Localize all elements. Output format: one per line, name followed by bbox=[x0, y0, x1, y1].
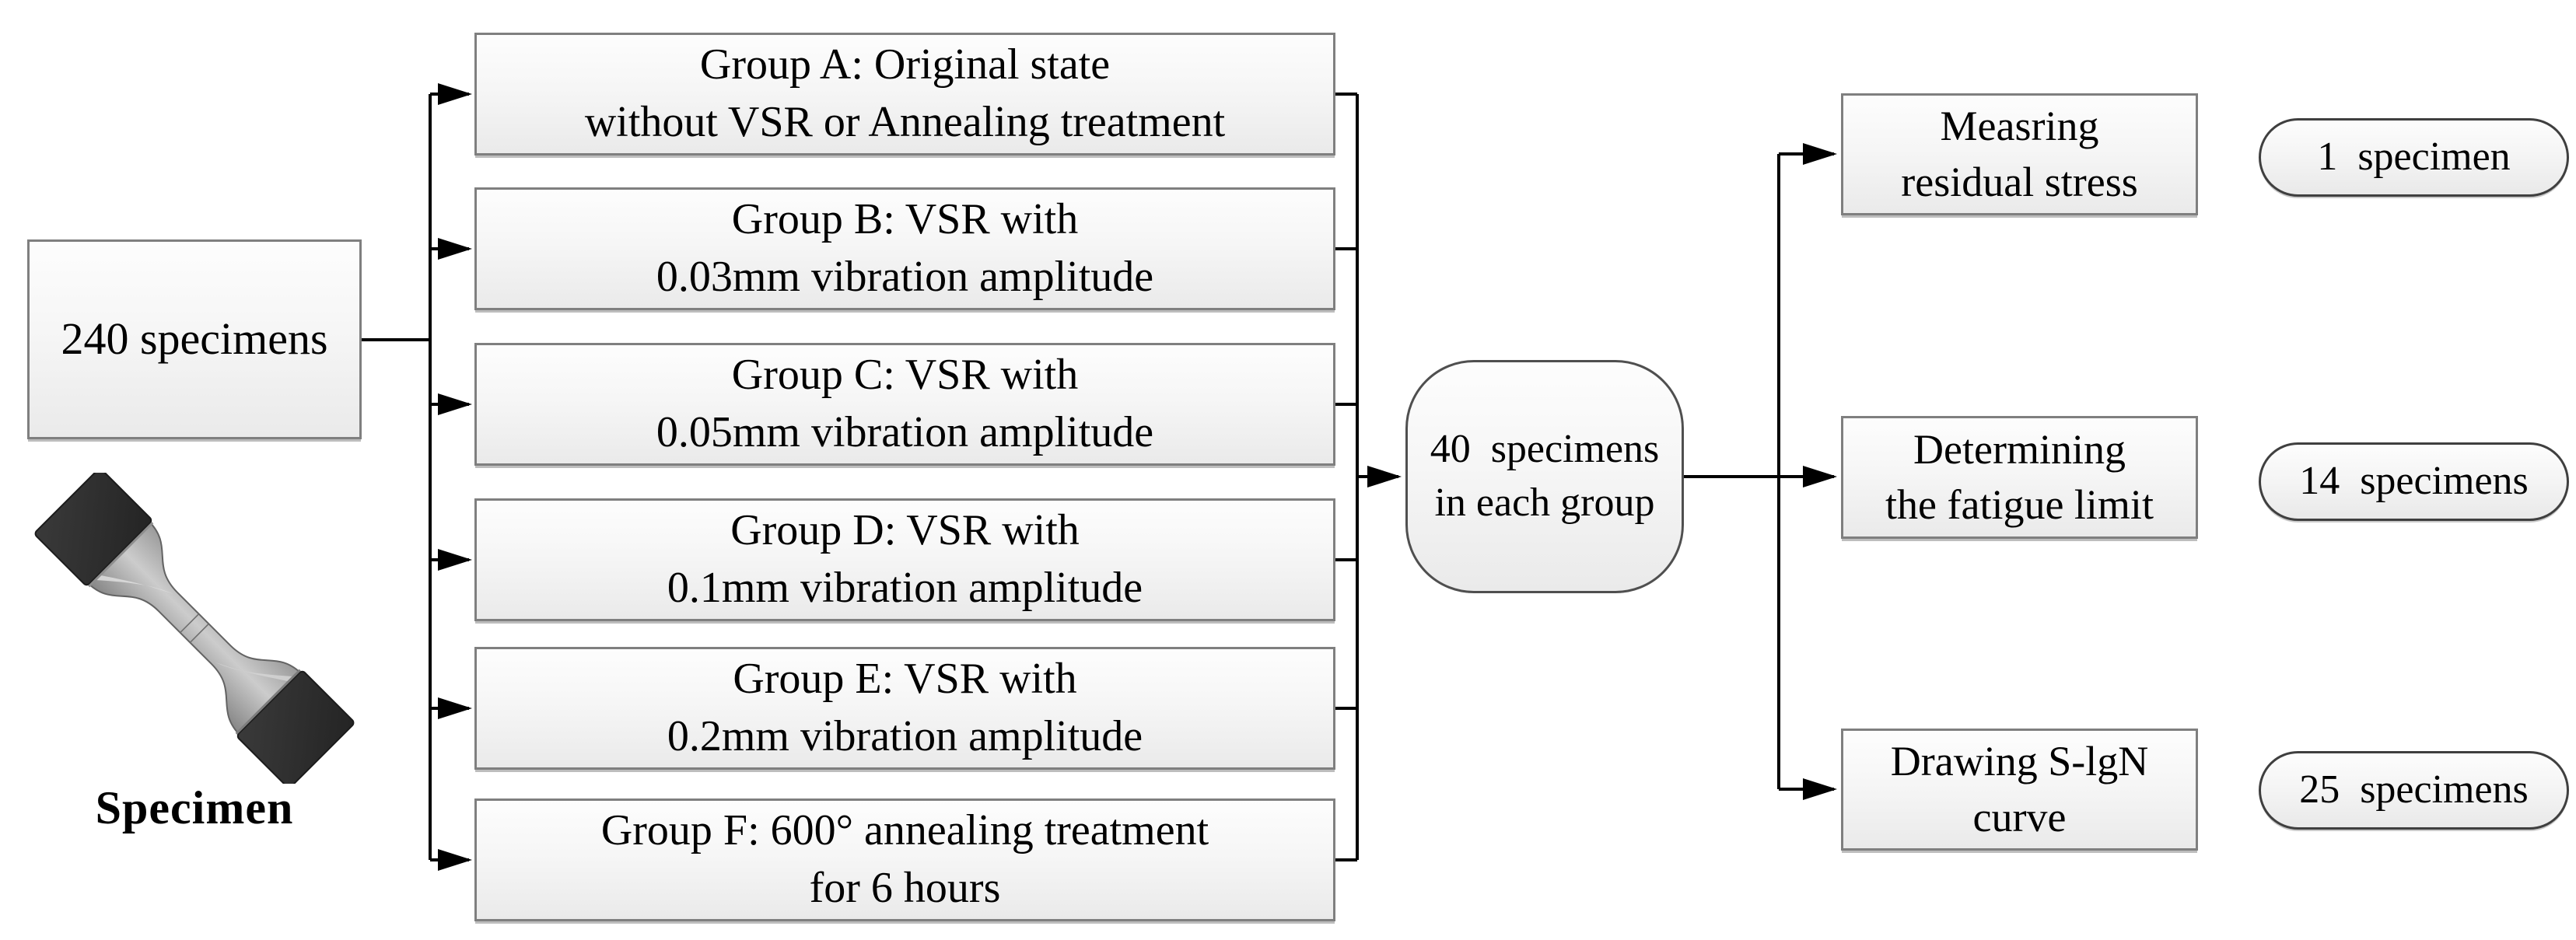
group-e-line2: 0.2mm vibration amplitude bbox=[667, 712, 1143, 760]
source-box: 240 specimens bbox=[27, 239, 362, 439]
specimen-grip-bottom bbox=[236, 670, 355, 784]
sn-curve-count: 25 specimens bbox=[2299, 767, 2529, 812]
residual-stress-line2: residual stress bbox=[1901, 158, 2138, 205]
group-c-box: Group C: VSR with 0.05mm vibration ampli… bbox=[474, 343, 1335, 466]
residual-stress-box: Measring residual stress bbox=[1841, 93, 2198, 215]
specimen-grip-top bbox=[34, 473, 152, 586]
residual-stress-count-pill: 1 specimen bbox=[2259, 118, 2569, 197]
group-b-line2: 0.03mm vibration amplitude bbox=[656, 253, 1154, 301]
group-e-box: Group E: VSR with 0.2mm vibration amplit… bbox=[474, 647, 1335, 770]
group-c-line2: 0.05mm vibration amplitude bbox=[656, 408, 1154, 456]
source-label: 240 specimens bbox=[61, 313, 328, 365]
group-c-line1: Group C: VSR with bbox=[731, 351, 1079, 400]
allocation-line2: in each group bbox=[1434, 480, 1655, 525]
group-a-line1: Group A: Original state bbox=[699, 40, 1111, 89]
allocation-box: 40 specimens in each group bbox=[1405, 360, 1684, 593]
group-d-box: Group D: VSR with 0.1mm vibration amplit… bbox=[474, 498, 1335, 621]
sn-curve-line2: curve bbox=[1972, 793, 2067, 840]
specimen-caption: Specimen bbox=[95, 782, 294, 833]
group-f-line2: for 6 hours bbox=[809, 864, 1001, 912]
sn-curve-box: Drawing S-lgN curve bbox=[1841, 729, 2198, 851]
fatigue-limit-count: 14 specimens bbox=[2299, 459, 2529, 504]
fatigue-limit-line2: the fatigue limit bbox=[1885, 481, 2154, 528]
specimen-image bbox=[34, 473, 355, 784]
allocation-line1: 40 specimens bbox=[1430, 427, 1660, 472]
residual-stress-count: 1 specimen bbox=[2317, 135, 2511, 180]
fatigue-limit-line1: Determining bbox=[1913, 425, 2126, 473]
group-f-line1: Group F: 600° annealing treatment bbox=[600, 806, 1209, 855]
residual-stress-line1: Measring bbox=[1940, 103, 2099, 150]
fatigue-limit-box: Determining the fatigue limit bbox=[1841, 416, 2198, 539]
group-a-line2: without VSR or Annealing treatment bbox=[584, 98, 1226, 146]
specimen-highlight-bottom bbox=[215, 662, 296, 683]
group-d-line2: 0.1mm vibration amplitude bbox=[667, 564, 1143, 612]
group-b-line1: Group B: VSR with bbox=[731, 195, 1079, 244]
group-e-line1: Group E: VSR with bbox=[733, 655, 1077, 704]
specimen-highlight-top bbox=[93, 574, 174, 595]
group-d-line1: Group D: VSR with bbox=[730, 506, 1080, 555]
group-a-box: Group A: Original state without VSR or A… bbox=[474, 33, 1335, 156]
group-b-box: Group B: VSR with 0.03mm vibration ampli… bbox=[474, 187, 1335, 310]
sn-curve-count-pill: 25 specimens bbox=[2259, 751, 2569, 830]
fatigue-limit-count-pill: 14 specimens bbox=[2259, 442, 2569, 521]
group-f-box: Group F: 600° annealing treatment for 6 … bbox=[474, 798, 1335, 921]
sn-curve-line1: Drawing S-lgN bbox=[1890, 738, 2149, 785]
